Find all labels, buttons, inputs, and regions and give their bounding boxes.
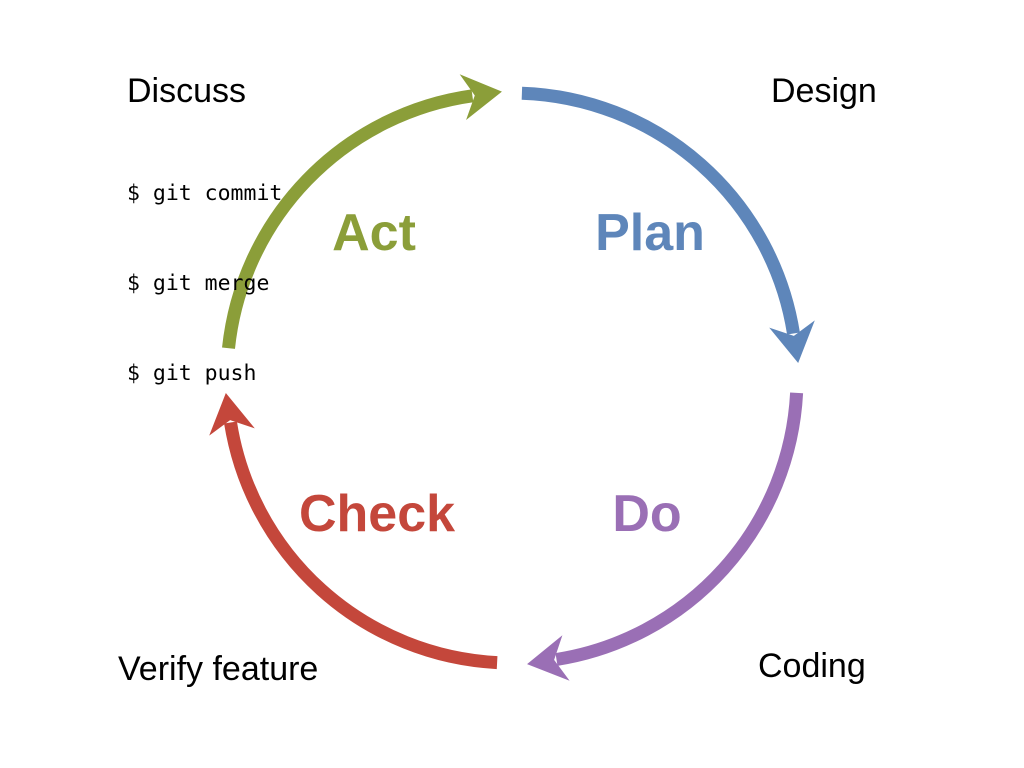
phase-label-check: Check — [298, 485, 456, 543]
phase-label-act: Act — [332, 204, 416, 262]
label-verify-feature: Verify feature — [118, 650, 319, 688]
label-coding: Coding — [758, 647, 866, 685]
check-arc — [209, 393, 498, 670]
git-command-line: $ git merge — [127, 271, 270, 296]
git-commands: $ git commit $ git merge $ git push — [127, 119, 282, 449]
label-discuss: Discuss — [127, 72, 247, 110]
plan-arc — [521, 86, 815, 363]
phase-label-plan: Plan — [595, 204, 705, 262]
label-design: Design — [771, 72, 877, 110]
phase-label-do: Do — [612, 485, 682, 543]
act-arc — [222, 74, 502, 349]
git-command-line: $ git push — [127, 361, 257, 386]
git-command-line: $ git commit — [127, 181, 283, 206]
do-arc — [527, 392, 804, 681]
